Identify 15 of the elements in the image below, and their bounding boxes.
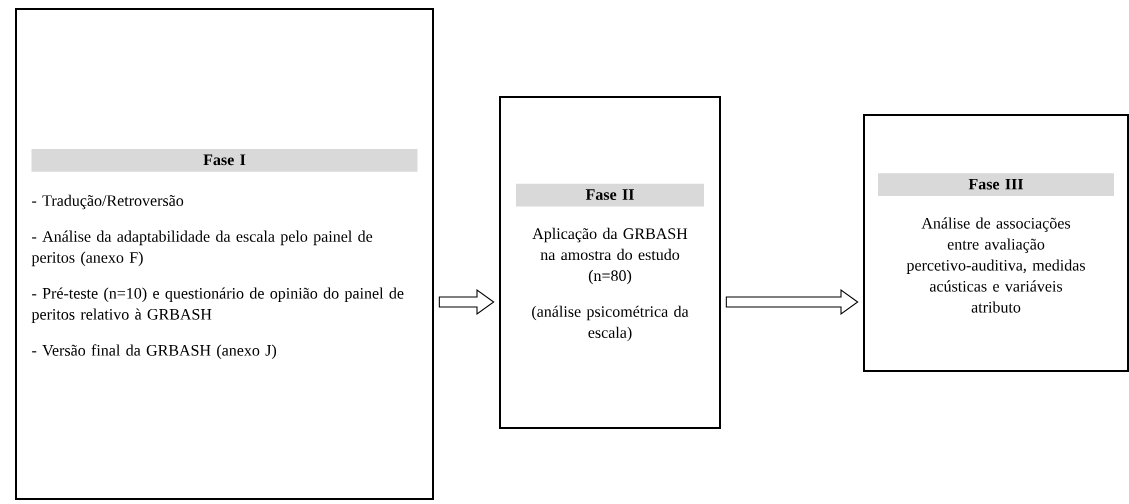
list-item: - Tradução/Retroversão xyxy=(32,194,184,210)
body-text: (análise psicométrica da escala) xyxy=(532,305,689,342)
block-arrow xyxy=(438,288,495,316)
list-item: - Versão final da GRBASH (anexo J) xyxy=(32,344,277,359)
block-arrow xyxy=(725,288,859,316)
list-item: - Pré-teste (n=10) e questionário de opinião do painel de peritos relativo à GRBASH xyxy=(31,287,404,323)
body-text: Análise de associações entre avaliação percetivo-auditiva, medidas acústicas e variáveis atributo xyxy=(906,217,1085,313)
phase-box xyxy=(863,114,1129,372)
body-text: Aplicação da GRBASH na amostra do estudo (n=80) xyxy=(532,227,688,285)
phase-box xyxy=(15,8,434,500)
list-item: - Análise da adaptabilidade da escala pelo painel de peritos (anexo F) xyxy=(31,230,373,267)
header-band: Fase II xyxy=(516,183,704,207)
header-band: Fase III xyxy=(878,173,1114,197)
phase-box xyxy=(499,96,721,429)
header-band: Fase I xyxy=(31,149,418,172)
